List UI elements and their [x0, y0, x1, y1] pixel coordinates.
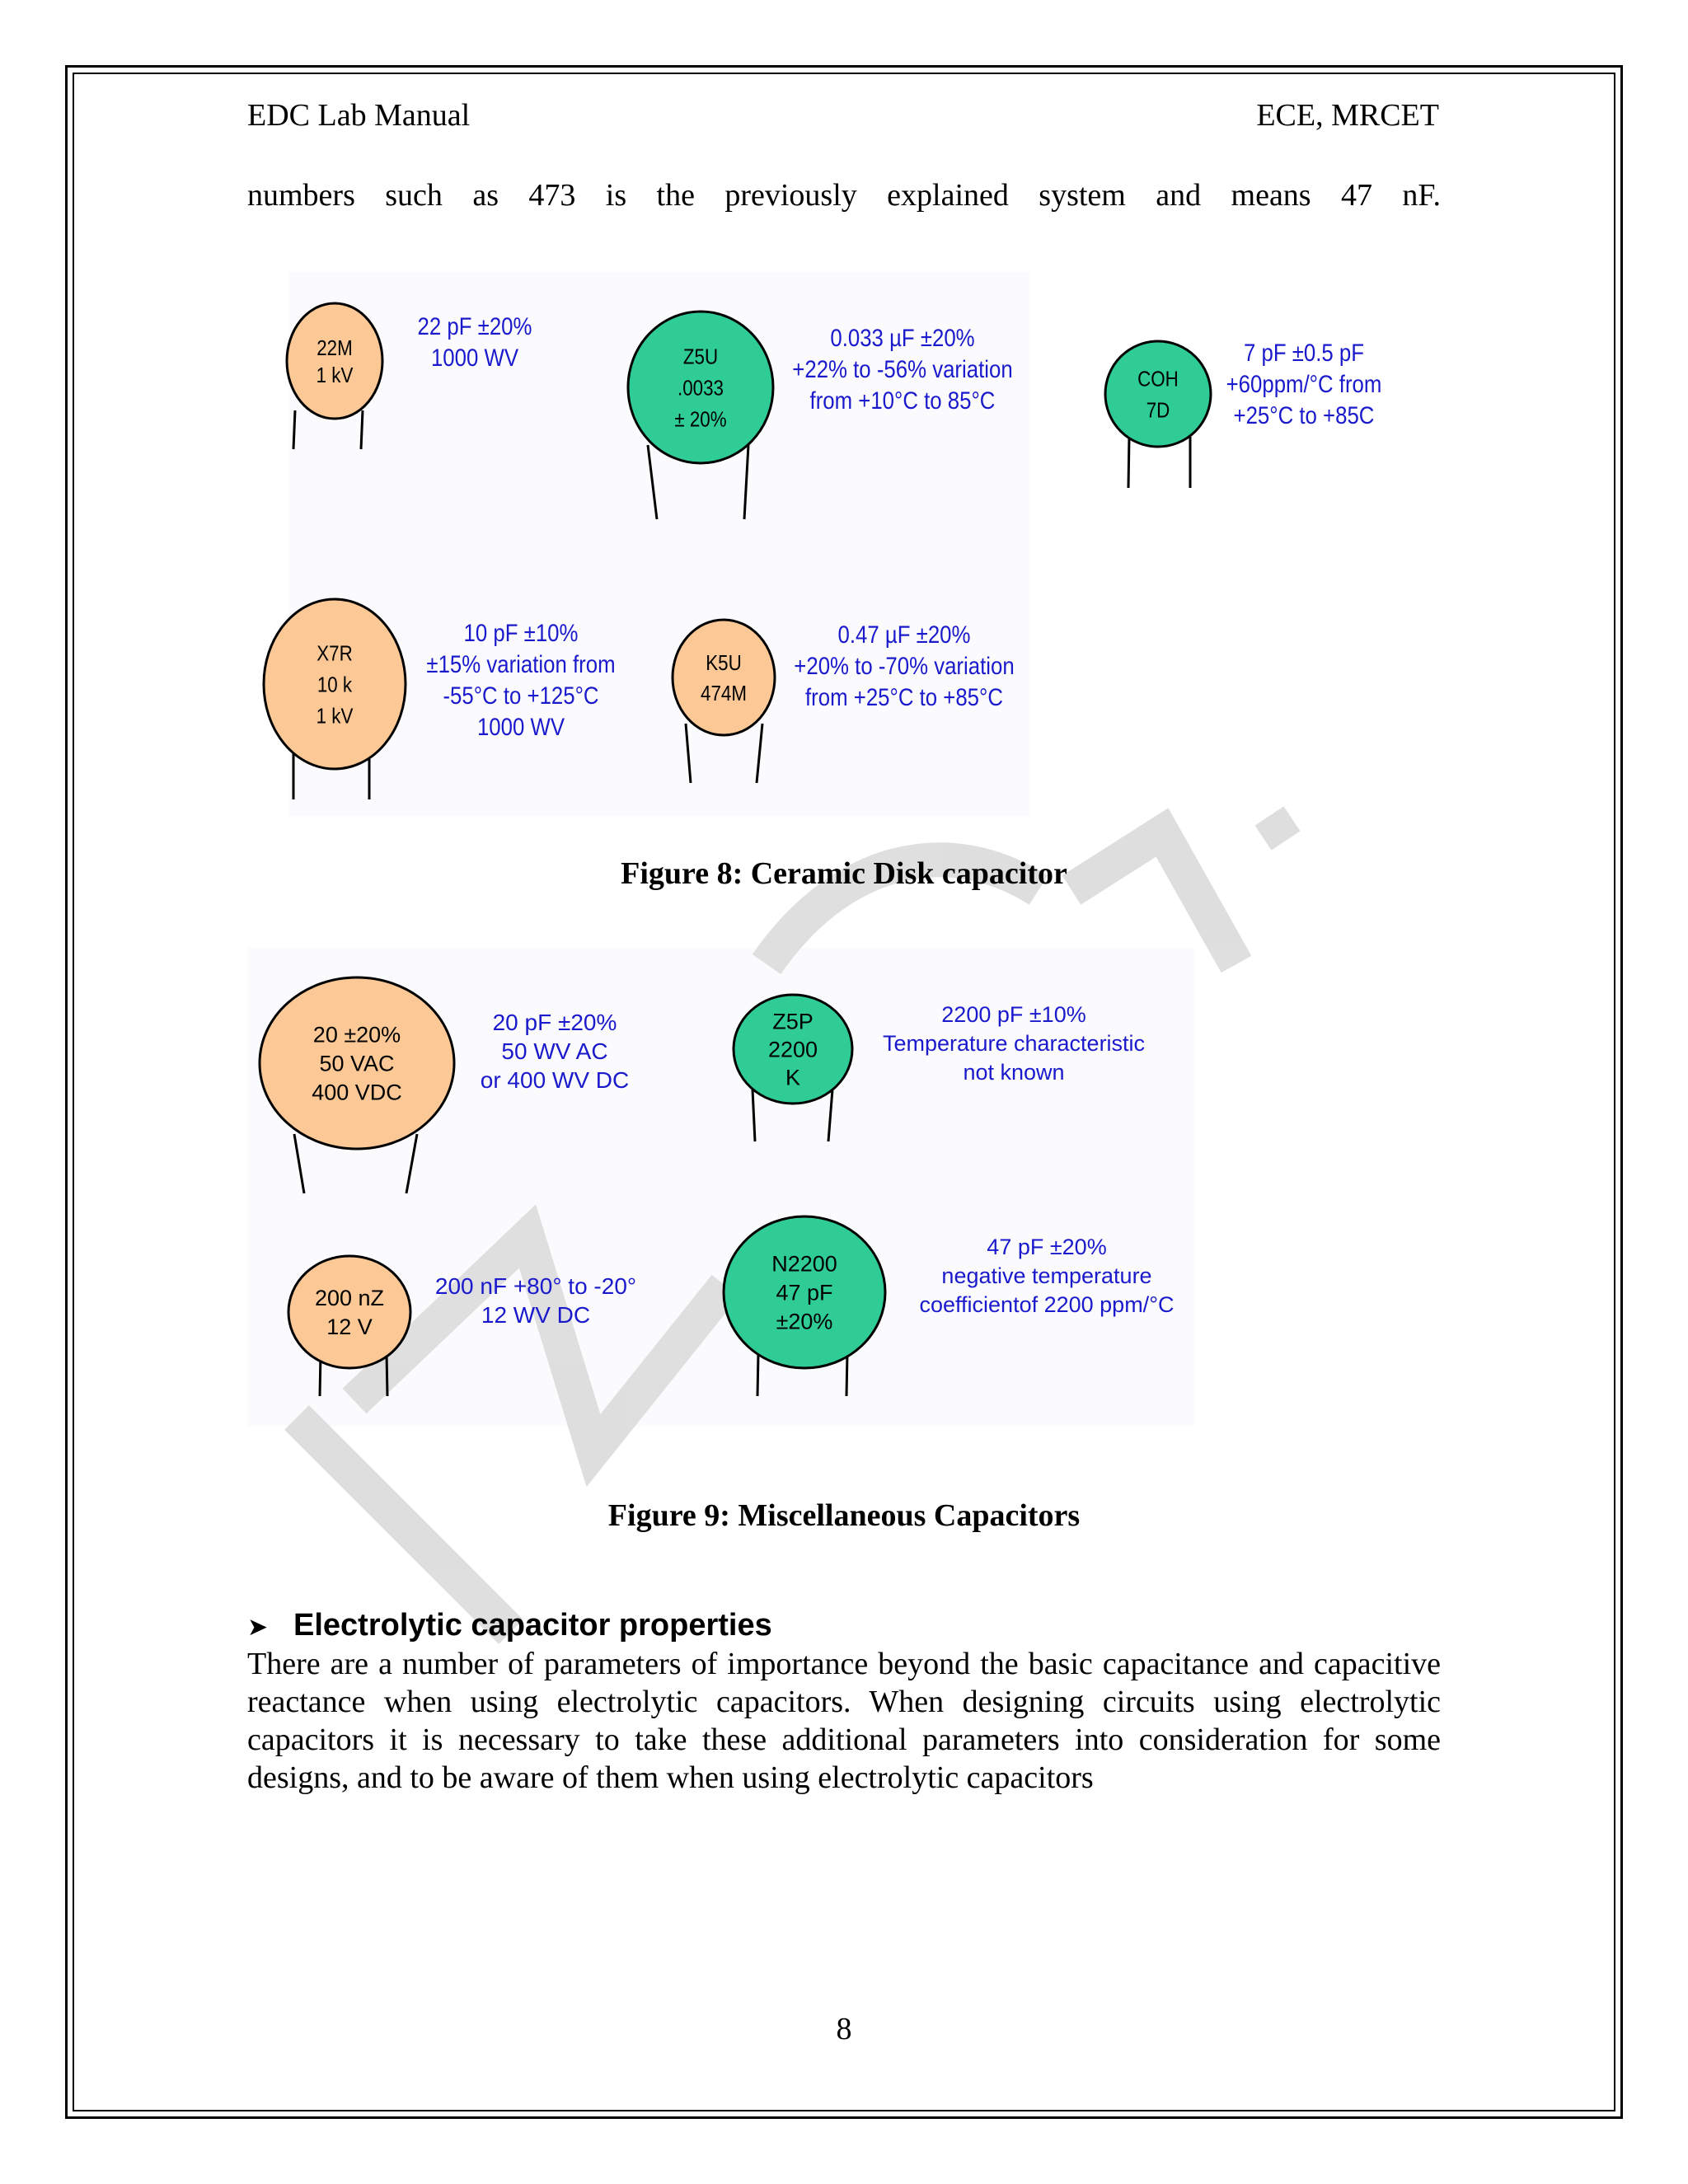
page-border-inner: [73, 73, 1615, 2111]
capacitor-marking: 2200: [768, 1038, 818, 1062]
header-left: EDC Lab Manual: [247, 98, 471, 133]
capacitor-marking: 1 kV: [316, 363, 354, 387]
capacitor-lead: [743, 444, 750, 520]
capacitor-description: 200 nF +80° to -20°: [435, 1273, 636, 1299]
capacitor-lead: [1127, 436, 1131, 489]
section-heading: ➤ Electrolytic capacitor properties: [247, 1607, 772, 1646]
section-body: There are a number of parameters of impo…: [247, 1647, 1441, 1795]
capacitor-disk: [258, 976, 456, 1151]
figure8-capacitor: COH 7D 7 pF ±0.5 pF +60ppm/°C from +25°C to …: [1104, 339, 1382, 489]
figure9-capacitor: N2200 47 pF ±20% 47 pF ±20% negative tempera…: [722, 1215, 1175, 1397]
intro-text: numbers such as 473 is the previously ex…: [247, 178, 1441, 213]
capacitor-marking: X7R: [316, 642, 352, 666]
capacitor-description: ±15% variation from: [426, 650, 615, 677]
figure9-capacitor: 20 ±20% 50 VAC 400 VDC 20 pF ±20% 50 WV AC or…: [258, 976, 630, 1194]
capacitor-description: 0.033 µF ±20%: [830, 324, 974, 351]
capacitor-marking: 1 kV: [316, 705, 354, 729]
capacitor-disk: [262, 598, 407, 771]
capacitor-marking: Z5U: [683, 345, 718, 369]
capacitor-description: 22 pF ±20%: [418, 312, 532, 340]
capacitor-description: from +10°C to 85°C: [810, 387, 996, 414]
figure8-capacitor: K5U 474M 0.47 µF ±20% +20% to -70% variatio…: [671, 618, 1015, 784]
capacitor-disk: [626, 310, 775, 465]
capacitor-marking: Z5P: [772, 1010, 814, 1034]
capacitor-description: negative temperature: [941, 1263, 1151, 1288]
capacitor-marking: .0033: [678, 377, 724, 401]
capacitor-marking: 12 V: [326, 1315, 373, 1339]
capacitor-disk: [732, 993, 854, 1105]
capacitor-description: 2200 pF ±10%: [941, 1002, 1085, 1027]
capacitor-marking: COH: [1137, 368, 1179, 391]
capacitor-lead: [405, 1133, 419, 1194]
figure8-caption: Figure 8: Ceramic Disk capacitor: [621, 856, 1067, 891]
capacitor-description: 7 pF ±0.5 pF: [1244, 339, 1364, 366]
capacitor-marking: 22M: [316, 336, 352, 360]
capacitor-description: 1000 WV: [477, 713, 565, 740]
figure9-capacitor: 200 nZ 12 V 200 nF +80° to -20° 12 WV DC: [287, 1254, 636, 1397]
capacitor-description: 20 pF ±20%: [493, 1010, 617, 1035]
capacitor-marking: 10 k: [317, 673, 353, 697]
capacitor-lead: [293, 1133, 306, 1194]
capacitor-marking: ± 20%: [674, 408, 726, 432]
capacitor-description: 10 pF ±10%: [464, 619, 579, 646]
capacitor-marking: 400 VDC: [312, 1080, 402, 1105]
capacitor-description: not known: [963, 1060, 1064, 1085]
page-number: 8: [836, 2012, 852, 2046]
capacitor-marking: ±20%: [776, 1310, 833, 1334]
capacitor-lead: [756, 1352, 760, 1397]
capacitor-description: 12 WV DC: [481, 1302, 590, 1328]
capacitor-lead: [646, 444, 659, 520]
capacitor-disk: [287, 1254, 412, 1370]
capacitor-lead: [359, 410, 364, 450]
capacitor-description: Temperature characteristic: [883, 1031, 1145, 1056]
capacitor-description: -55°C to +125°C: [443, 682, 598, 709]
capacitor-marking: K: [785, 1066, 800, 1090]
capacitor-description: 1000 WV: [431, 344, 518, 371]
capacitor-description: 47 pF ±20%: [987, 1235, 1106, 1259]
capacitor-marking: 20 ±20%: [313, 1023, 401, 1047]
capacitor-lead: [845, 1352, 849, 1397]
capacitor-disk: [1104, 340, 1212, 448]
capacitor-description: +20% to -70% variation: [794, 652, 1014, 679]
capacitor-lead: [755, 723, 764, 784]
figure9-caption: Figure 9: Miscellaneous Capacitors: [607, 1498, 1081, 1533]
capacitor-lead: [751, 1089, 757, 1142]
figure8-capacitor: Z5U .0033 ± 20% 0.033 µF ±20% +22% to -56% v…: [626, 310, 1013, 520]
capacitor-description: +22% to -56% variation: [792, 355, 1012, 382]
capacitor-description: +60ppm/°C from: [1226, 370, 1382, 397]
capacitor-disk: [671, 618, 776, 737]
capacitor-description: 50 WV AC: [501, 1038, 607, 1064]
figure8-capacitor: 22M 1 kV 22 pF ±20% 1000 WV: [285, 302, 532, 450]
capacitor-marking: 7D: [1146, 399, 1170, 423]
capacitor-description: or 400 WV DC: [481, 1067, 630, 1093]
header-right: ECE, MRCET: [1256, 98, 1439, 133]
capacitor-marking: N2200: [771, 1252, 837, 1277]
capacitor-disk: [285, 302, 384, 420]
figure8-capacitor: X7R 10 k 1 kV 10 pF ±10% ±15% variation from…: [262, 598, 616, 799]
section-title: Electrolytic capacitor properties: [293, 1608, 772, 1643]
capacitor-marking: 200 nZ: [315, 1286, 384, 1310]
capacitor-lead: [827, 1089, 834, 1142]
capacitor-description: 0.47 µF ±20%: [838, 621, 971, 648]
capacitor-description: +25°C to +85C: [1234, 401, 1375, 429]
capacitor-marking: 474M: [701, 682, 747, 705]
capacitor-lead: [292, 410, 297, 450]
capacitor-marking: 47 pF: [776, 1281, 832, 1305]
capacitor-disk: [722, 1215, 887, 1370]
capacitor-marking: 50 VAC: [319, 1052, 394, 1076]
capacitor-marking: K5U: [706, 651, 741, 675]
capacitor-description: coefficientof 2200 ppm/°C: [920, 1292, 1175, 1317]
capacitor-description: from +25°C to +85°C: [805, 683, 1003, 710]
page-border-outer: [65, 65, 1623, 2119]
arrow-bullet-icon: ➤: [247, 1614, 269, 1641]
capacitor-lead: [684, 723, 692, 784]
